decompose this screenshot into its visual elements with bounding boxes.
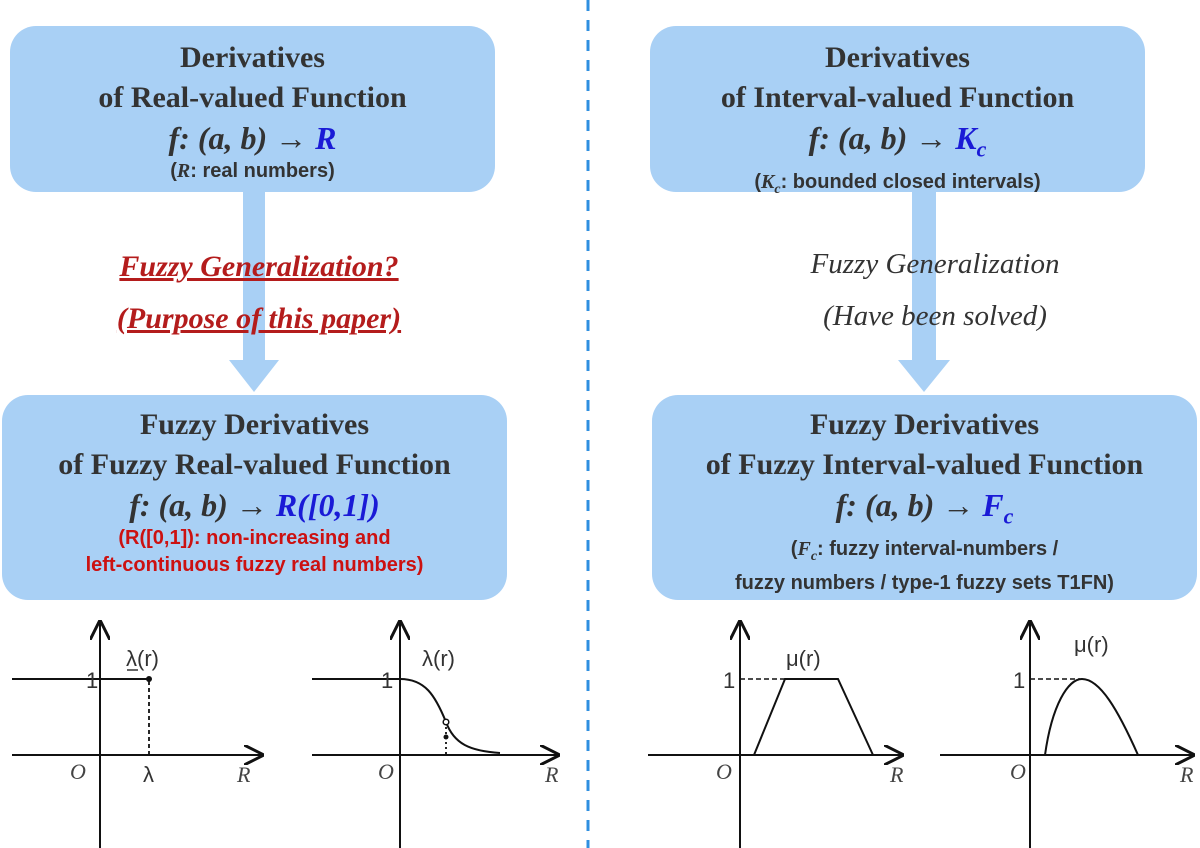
left-bottom-note-line2: left-continuous fuzzy real numbers) — [85, 554, 424, 576]
right-bottom-box: Fuzzy Derivatives of Fuzzy Interval-valu… — [652, 395, 1197, 600]
right-bottom-title-line2: of Fuzzy Interval-valued Function — [705, 448, 1144, 481]
right-down-arrow — [898, 190, 950, 392]
left-top-formula: f: (a, b) → R — [10, 118, 495, 158]
decreasing-curve — [312, 678, 501, 754]
right-top-title-line1: Derivatives — [825, 41, 970, 74]
right-bottom-title-line1: Fuzzy Derivatives — [809, 408, 1040, 441]
func-label: λ(r) — [126, 646, 159, 671]
note-symbol: F — [797, 538, 811, 561]
formula-codomain: R — [315, 120, 337, 156]
right-bottom-note-line1: (Fc: fuzzy interval-numbers / — [790, 538, 1059, 565]
left-top-note: (R: real numbers) — [170, 160, 335, 182]
left-generalization-line2: (Purpose of this paper) — [116, 302, 402, 335]
y-tick-1: 1 — [86, 668, 98, 693]
graph-lower-step: λ(r) 1 O λ R — [12, 622, 262, 848]
right-top-note: (Kc: bounded closed intervals) — [754, 171, 1041, 198]
func-label: μ(r) — [1074, 632, 1109, 657]
x-axis-label: R — [889, 762, 904, 787]
formula-prefix: f: (a, b) → — [808, 120, 956, 156]
note-sub: c — [774, 182, 781, 198]
formula-prefix: f: (a, b) → — [168, 120, 316, 156]
left-bottom-title-line2: of Fuzzy Real-valued Function — [58, 448, 451, 481]
formula-codomain: K — [955, 120, 977, 156]
right-top-title-line2: of Interval-valued Function — [720, 81, 1075, 114]
formula-codomain-sub: c — [1003, 503, 1014, 529]
note-text: : real numbers) — [190, 160, 335, 182]
note-text: : fuzzy interval-numbers / — [817, 538, 1059, 561]
formula-codomain-sub: c — [976, 136, 987, 162]
origin-label: O — [70, 759, 86, 784]
bell-curve — [1044, 677, 1139, 756]
left-bottom-note-line1: (R([0,1]): non-increasing and — [118, 527, 391, 549]
formula-codomain: F — [982, 487, 1004, 523]
func-label: λ(r) — [422, 646, 455, 671]
left-down-arrow — [229, 190, 279, 392]
left-bottom-title-line1: Fuzzy Derivatives — [139, 408, 370, 441]
x-axis-label: R — [544, 762, 559, 787]
note-sub: c — [810, 549, 818, 565]
graph-smooth-decreasing: λ(r) 1 O R — [312, 622, 559, 848]
point-dot-2 — [443, 734, 449, 740]
formula-codomain: R([0,1]) — [275, 487, 380, 523]
formula-prefix: f: (a, b) → — [835, 487, 983, 523]
y-tick-1: 1 — [723, 668, 735, 693]
point-dot — [442, 718, 450, 726]
left-bottom-formula: f: (a, b) → R([0,1]) — [2, 485, 507, 525]
endpoint-dot — [146, 676, 152, 682]
func-label: μ(r) — [786, 646, 821, 671]
x-axis-label: R — [1179, 762, 1194, 787]
left-top-title-line1: Derivatives — [180, 41, 325, 74]
trapezoid-curve — [753, 678, 874, 756]
origin-label: O — [1010, 759, 1026, 784]
right-bottom-formula: f: (a, b) → Fc — [652, 485, 1197, 536]
x-tick-lambda: λ — [143, 762, 154, 787]
right-bottom-note-line2: fuzzy numbers / type-1 fuzzy sets T1FN) — [735, 572, 1114, 595]
left-generalization-line1: Fuzzy Generalization? — [119, 250, 399, 283]
formula-prefix: f: (a, b) → — [129, 487, 276, 523]
y-tick-1: 1 — [1013, 668, 1025, 693]
graph-trapezoid: μ(r) 1 O R — [648, 622, 904, 848]
left-top-title-line2: of Real-valued Function — [98, 81, 407, 114]
origin-label: O — [716, 759, 732, 784]
left-top-box: Derivatives of Real-valued Function f: (… — [10, 26, 495, 192]
note-symbol: K — [761, 171, 775, 194]
y-tick-1: 1 — [381, 668, 393, 693]
note-symbol: R — [176, 160, 191, 182]
origin-label: O — [378, 759, 394, 784]
note-text: : bounded closed intervals) — [780, 171, 1041, 194]
right-generalization-line2: (Have been solved) — [823, 300, 1047, 332]
right-top-box: Derivatives of Interval-valued Function … — [650, 26, 1145, 197]
right-top-formula: f: (a, b) → Kc — [650, 118, 1145, 169]
right-generalization-line1: Fuzzy Generalization — [810, 248, 1060, 280]
graph-bell: μ(r) 1 O R — [940, 622, 1194, 848]
x-axis-label: R — [236, 762, 251, 787]
left-bottom-box: Fuzzy Derivatives of Fuzzy Real-valued F… — [2, 395, 507, 600]
